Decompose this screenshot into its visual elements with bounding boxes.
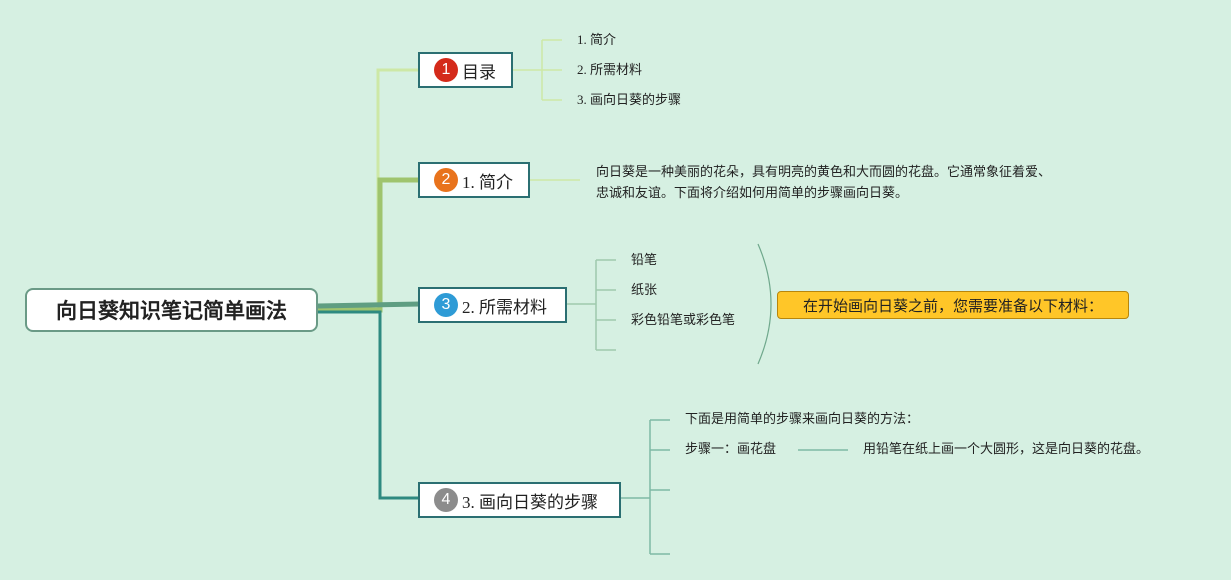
toc-item-steps[interactable]: 3. 画向日葵的步骤 (577, 92, 682, 107)
root-title: 向日葵知识笔记简单画法 (56, 299, 287, 323)
number-2-badge-icon: 2 (434, 168, 458, 192)
topic-toc-label: 目录 (462, 62, 496, 82)
topic-materials-label: 2. 所需材料 (462, 297, 547, 317)
materials-sub-lines (566, 259, 616, 351)
step1-detail[interactable]: 用铅笔在纸上画一个大圆形，这是向日葵的花盘。 (863, 442, 1150, 457)
toc-item-intro[interactable]: 1. 简介 (577, 32, 617, 47)
branch-line-toc (318, 68, 420, 312)
intro-line-1: 向日葵是一种美丽的花朵，具有明亮的黄色和大而圆的花盘。它通常象征着爱、 (596, 165, 1052, 180)
steps-sub-lines (620, 419, 848, 555)
number-1-badge-icon: 1 (434, 58, 458, 82)
topic-intro-label: 1. 简介 (462, 172, 513, 192)
topic-toc[interactable]: 1 目录 (418, 52, 513, 88)
topic-materials[interactable]: 3 2. 所需材料 (418, 287, 567, 323)
toc-item-materials[interactable]: 2. 所需材料 (577, 62, 643, 77)
topic-steps[interactable]: 4 3. 画向日葵的步骤 (418, 482, 621, 518)
toc-sub-lines (512, 39, 562, 101)
materials-summary-callout[interactable]: 在开始画向日葵之前，您需要准备以下材料： (777, 291, 1129, 319)
material-item-paper[interactable]: 纸张 (631, 283, 658, 298)
number-3-badge-icon: 3 (434, 293, 458, 317)
branch-line-intro (318, 177, 420, 313)
steps-intro-text[interactable]: 下面是用简单的步骤来画向日葵的方法： (685, 412, 920, 427)
intro-line-2: 忠诚和友谊。下面将介绍如何用简单的步骤画向日葵。 (596, 186, 909, 201)
topic-steps-label: 3. 画向日葵的步骤 (462, 492, 598, 512)
number-4-badge-icon: 4 (434, 488, 458, 512)
material-item-color-pens[interactable]: 彩色铅笔或彩色笔 (631, 313, 736, 328)
material-item-pencil[interactable]: 铅笔 (631, 253, 658, 268)
materials-summary-text: 在开始画向日葵之前，您需要准备以下材料： (802, 296, 1103, 315)
branch-line-materials (317, 301, 421, 309)
step1-label[interactable]: 步骤一：画花盘 (685, 442, 777, 457)
intro-description[interactable]: 向日葵是一种美丽的花朵，具有明亮的黄色和大而圆的花盘。它通常象征着爱、 忠诚和友… (596, 162, 1096, 204)
topic-intro[interactable]: 2 1. 简介 (418, 162, 530, 198)
branch-line-steps (318, 310, 420, 500)
materials-bracket (757, 243, 772, 365)
root-topic[interactable]: 向日葵知识笔记简单画法 (25, 288, 318, 332)
